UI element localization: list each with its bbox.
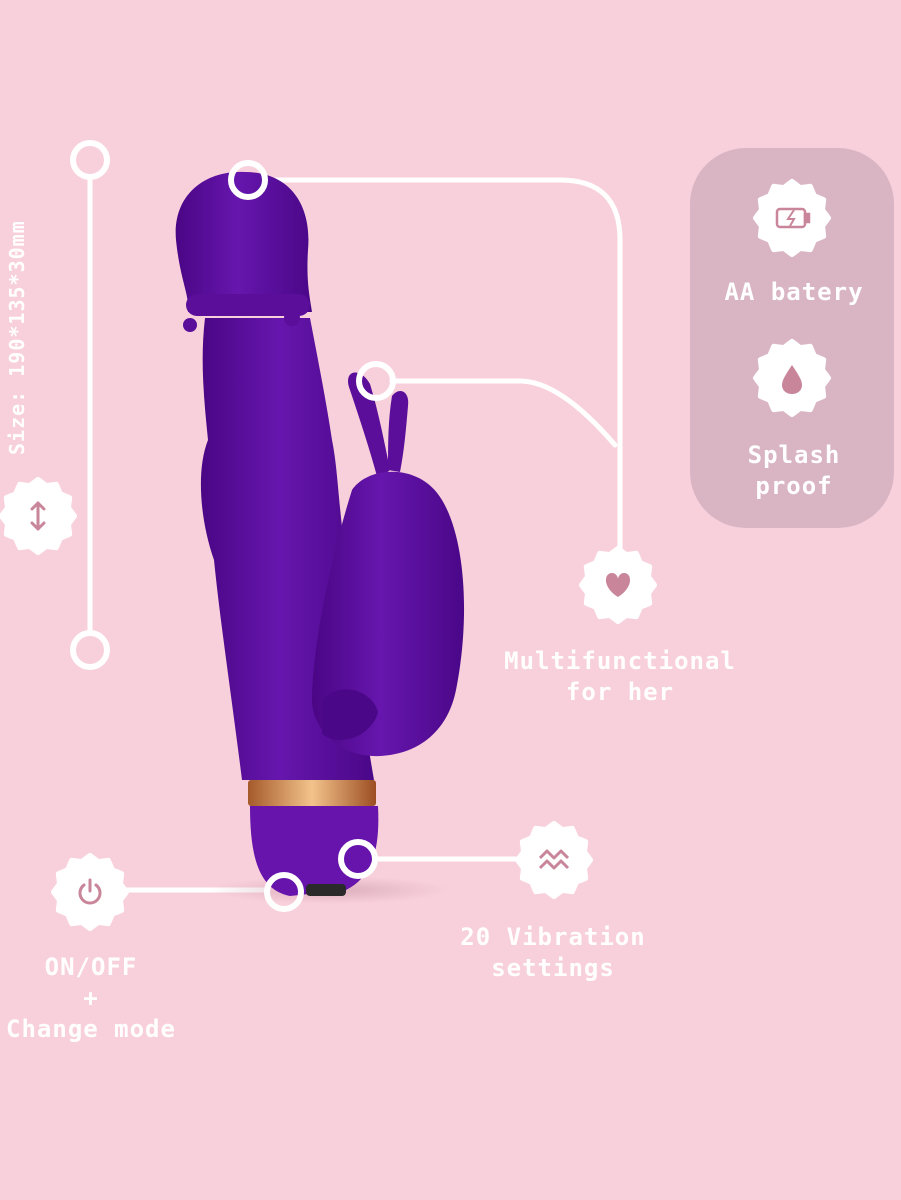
product-illustration: [175, 171, 465, 896]
splash-label: Splash proof: [747, 441, 841, 500]
power-icon: [78, 878, 102, 905]
power-label: ON/OFF + Change mode: [6, 953, 176, 1043]
size-label: Size: 190*135*30mm: [5, 220, 29, 455]
power-badge: [51, 853, 129, 931]
connector-lines: [87, 175, 623, 893]
battery-bolt-icon: [775, 207, 811, 229]
wave-icon: [538, 849, 570, 870]
multi-badge: [579, 546, 657, 624]
product-head: [175, 171, 312, 312]
splash-badge: [753, 339, 831, 417]
connector-nodes: [70, 140, 396, 912]
multi-label: Multifunctional for her: [504, 647, 736, 706]
battery-label: AA batery: [724, 278, 864, 306]
gold-band: [248, 780, 376, 806]
vibration-label: 20 Vibration settings: [460, 923, 646, 982]
heart-icon: [605, 573, 631, 597]
vibration-badge: [515, 821, 593, 899]
up-down-arrows-icon: [30, 501, 46, 531]
water-drop-icon: [782, 365, 802, 394]
rabbit-arm: [312, 471, 465, 757]
size-badge: [0, 477, 77, 555]
battery-badge: [753, 179, 831, 257]
